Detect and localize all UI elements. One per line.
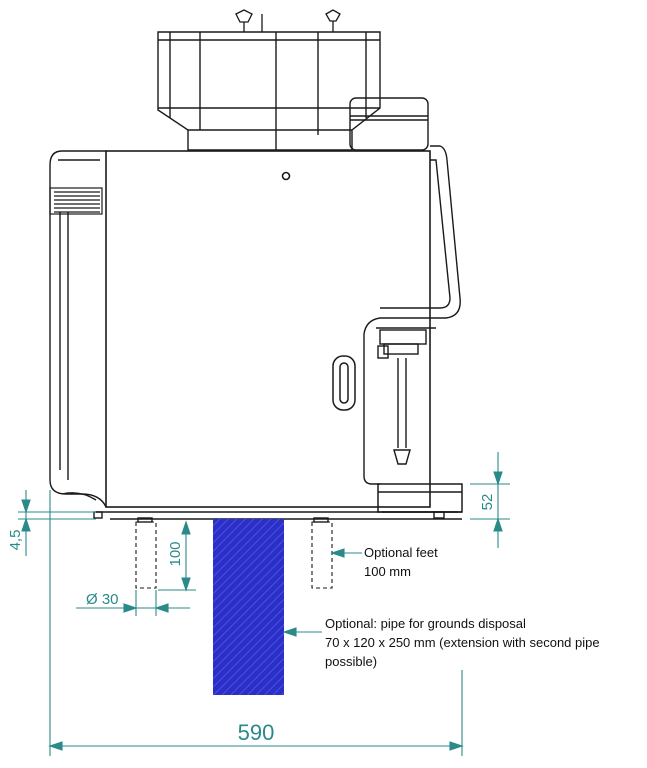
- optional-foot-left: [135, 521, 157, 589]
- note-pipe-line1: Optional: pipe for grounds disposal: [325, 616, 526, 631]
- coffee-outlet: [377, 329, 427, 465]
- powder-container: [349, 97, 429, 151]
- optional-foot-right: [311, 521, 333, 589]
- hopper-knob-right: [325, 9, 341, 32]
- note-feet-line1: Optional feet: [364, 545, 438, 560]
- vent-grille: [49, 187, 103, 215]
- note-pipe-line2: 70 x 120 x 250 mm (extension with second…: [325, 635, 600, 650]
- dimension-lines: [18, 452, 510, 756]
- dim-foot-diameter-label: Ø 30: [86, 591, 119, 608]
- grounds-disposal-pipe: [213, 519, 284, 695]
- dim-feet-height-label: 100: [167, 541, 184, 566]
- note-feet-line2: 100 mm: [364, 564, 411, 579]
- dim-clearance-label: 4,5: [7, 530, 24, 551]
- dim-drip-tray-label: 52: [479, 494, 496, 511]
- door-handle: [332, 355, 356, 411]
- hopper-knob-left: [235, 9, 263, 32]
- note-pipe-line3: possible): [325, 654, 377, 669]
- machine-body: [105, 150, 431, 508]
- bean-hopper: [157, 31, 381, 151]
- rear-panel: [49, 150, 107, 508]
- dim-width-label: 590: [238, 720, 275, 745]
- spout-housing: [363, 145, 461, 485]
